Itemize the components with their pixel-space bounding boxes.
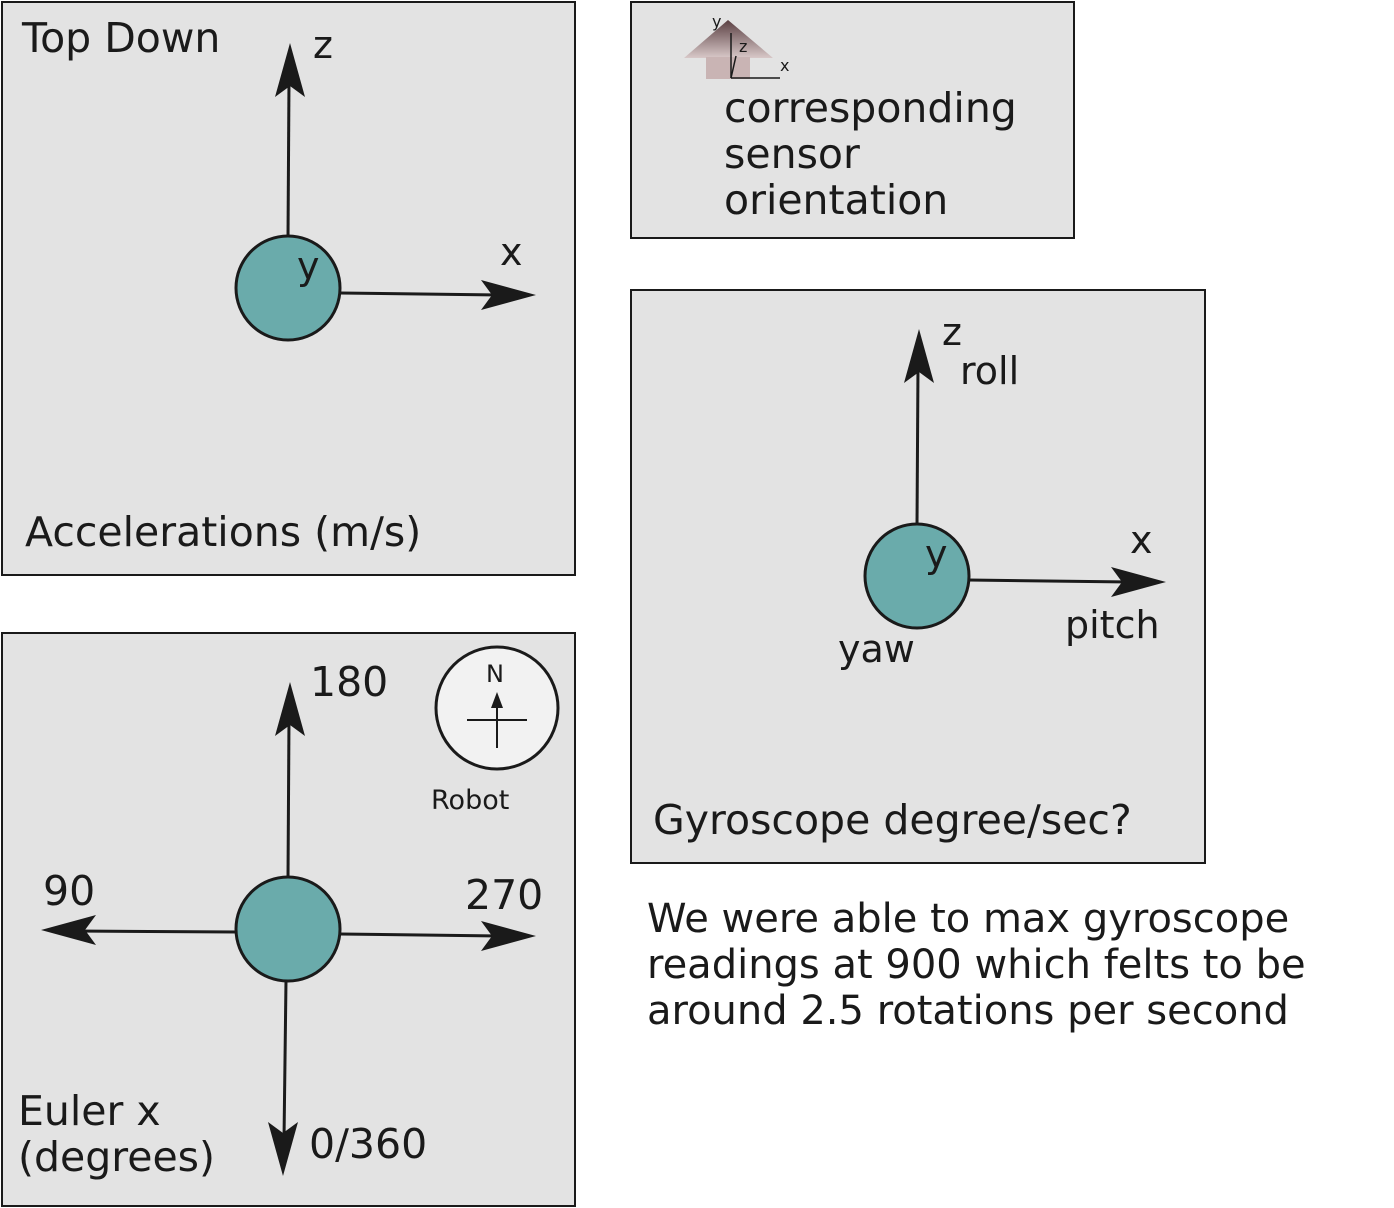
- compass-north-label: N: [486, 660, 504, 688]
- accel-y-label: y: [297, 244, 320, 288]
- accel-sensor-circle: [234, 234, 342, 342]
- gyro-z-arrow: [904, 329, 934, 527]
- accel-z-label: z: [313, 23, 333, 67]
- euler-right-label: 270: [465, 871, 544, 919]
- icon-y-label: y: [712, 12, 722, 31]
- gyro-yaw-label: yaw: [838, 627, 915, 671]
- euler-left-arrow: [41, 915, 238, 945]
- gyro-caption: Gyroscope degree/sec?: [653, 796, 1132, 844]
- sensor-orientation-icon: [684, 20, 780, 79]
- icon-x-label: x: [780, 56, 790, 75]
- euler-down-arrow: [268, 979, 298, 1176]
- euler-sensor-circle: [234, 875, 342, 983]
- gyro-sensor-circle: [863, 522, 971, 630]
- accel-x-label: x: [500, 230, 523, 274]
- gyro-x-arrow: [967, 567, 1166, 597]
- robot-label: Robot: [431, 785, 510, 816]
- euler-up-arrow: [275, 682, 305, 879]
- gyro-y-label: y: [925, 532, 948, 576]
- accel-caption: Accelerations (m/s): [25, 508, 422, 556]
- euler-left-label: 90: [43, 867, 96, 915]
- gyro-x-label: x: [1130, 518, 1153, 562]
- robot-compass: [434, 645, 560, 771]
- note-line2: readings at 900 which felts to be: [647, 942, 1306, 988]
- euler-caption-line1: Euler x: [18, 1087, 161, 1135]
- accel-title: Top Down: [22, 14, 221, 62]
- icon-z-label: z: [739, 37, 748, 56]
- note-line3: around 2.5 rotations per second: [647, 988, 1289, 1034]
- euler-caption-line2: (degrees): [18, 1133, 216, 1181]
- gyro-pitch-label: pitch: [1065, 603, 1160, 647]
- gyro-z-label: z: [942, 310, 962, 354]
- note-line1: We were able to max gyroscope: [647, 896, 1290, 942]
- euler-down-label: 0/360: [309, 1120, 428, 1168]
- gyro-roll-label: roll: [960, 349, 1020, 393]
- sensor-orientation-line2: sensor: [724, 130, 860, 178]
- sensor-orientation-line3: orientation: [724, 176, 949, 224]
- accel-z-arrow: [275, 43, 305, 239]
- accel-x-arrow: [339, 280, 536, 310]
- euler-up-label: 180: [310, 658, 389, 706]
- sensor-orientation-line1: corresponding: [724, 84, 1017, 132]
- euler-right-arrow: [339, 921, 536, 951]
